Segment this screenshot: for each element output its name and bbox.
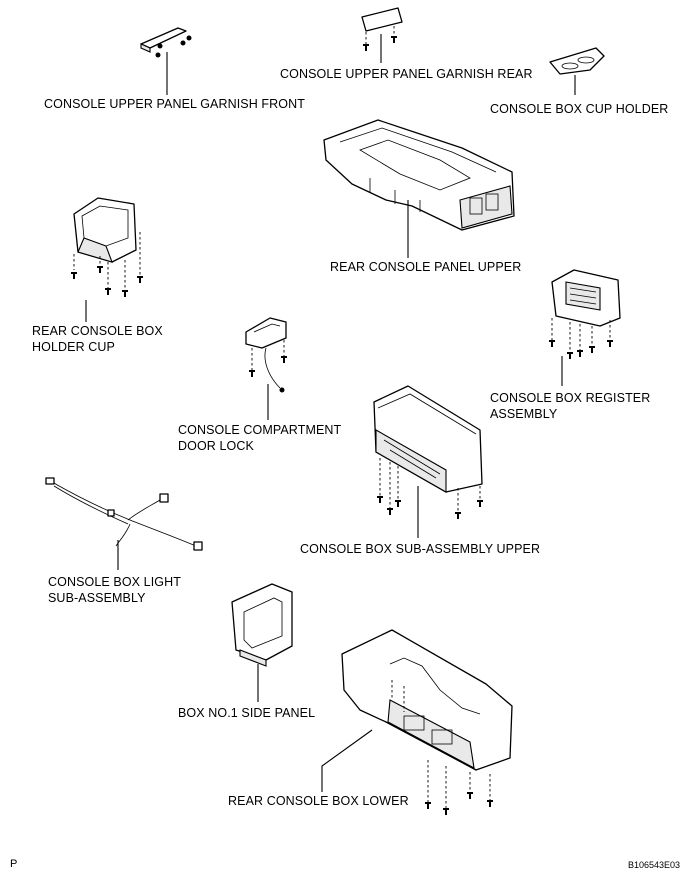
- label-light-line2: SUB-ASSEMBLY: [48, 591, 146, 605]
- door-lock-part: [245, 317, 287, 420]
- garnish-front-part: [140, 27, 192, 95]
- label-light-line1: CONSOLE BOX LIGHT: [48, 575, 181, 589]
- label-door-lock-line2: DOOR LOCK: [178, 439, 254, 453]
- label-holder-cup: REAR CONSOLE BOX HOLDER CUP: [32, 323, 163, 355]
- cup-holder-part: [549, 47, 605, 95]
- label-sub-upper: CONSOLE BOX SUB-ASSEMBLY UPPER: [300, 542, 541, 556]
- label-panel-upper: REAR CONSOLE PANEL UPPER: [330, 260, 522, 274]
- label-garnish-rear: CONSOLE UPPER PANEL GARNISH REAR: [280, 67, 533, 81]
- label-light: CONSOLE BOX LIGHT SUB-ASSEMBLY: [48, 574, 181, 606]
- label-cup-holder: CONSOLE BOX CUP HOLDER: [490, 102, 669, 116]
- label-door-lock: CONSOLE COMPARTMENT DOOR LOCK: [178, 422, 341, 454]
- label-holder-cup-line1: REAR CONSOLE BOX: [32, 324, 163, 338]
- figure-id: B106543E03: [628, 860, 681, 870]
- label-door-lock-line1: CONSOLE COMPARTMENT: [178, 423, 342, 437]
- label-side-panel: BOX NO.1 SIDE PANEL: [178, 706, 316, 720]
- box-lower-part: [321, 629, 513, 815]
- footer-left-code: P: [10, 858, 18, 870]
- garnish-rear-part: [361, 7, 403, 63]
- panel-upper-part: [323, 119, 515, 258]
- label-garnish-front: CONSOLE UPPER PANEL GARNISH FRONT: [44, 97, 305, 111]
- sub-upper-part: [373, 385, 483, 538]
- holder-cup-part: [71, 197, 143, 322]
- label-box-lower: REAR CONSOLE BOX LOWER: [228, 794, 409, 808]
- register-part: [549, 269, 621, 386]
- label-holder-cup-line2: HOLDER CUP: [32, 340, 115, 354]
- side-panel-part: [231, 583, 293, 702]
- light-part: [45, 477, 203, 570]
- label-register-line1: CONSOLE BOX REGISTER: [490, 391, 651, 405]
- label-register: CONSOLE BOX REGISTER ASSEMBLY: [490, 390, 650, 422]
- label-register-line2: ASSEMBLY: [490, 407, 558, 421]
